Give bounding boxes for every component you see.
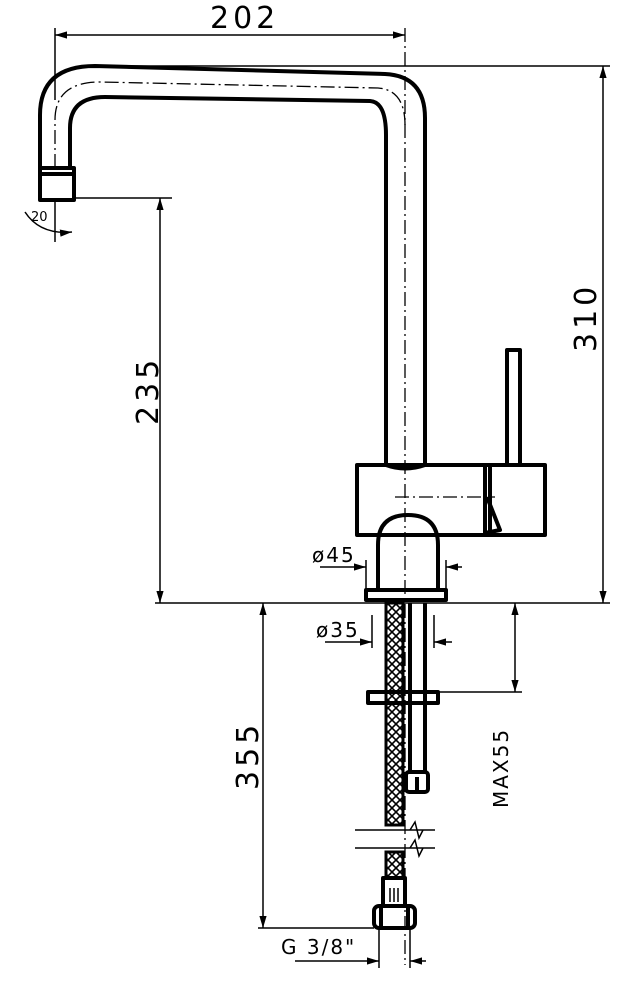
- dimension-label-max55: MAX55: [489, 728, 513, 808]
- shank-and-hoses: [355, 601, 440, 930]
- dimension-base-diameter: ø45: [312, 543, 462, 590]
- dimension-hose-length: 355: [231, 603, 374, 929]
- dimension-label-202: 202: [210, 1, 279, 36]
- mixer-body: [355, 348, 547, 602]
- dimension-spout-reach: 202: [54, 1, 405, 100]
- dimension-label-g38: G 3/8": [281, 935, 356, 959]
- handle-base: [483, 463, 547, 537]
- dimension-label-310: 310: [569, 283, 604, 352]
- spout: [38, 64, 427, 465]
- mounting-nut: [366, 690, 440, 705]
- dimension-max-deck-thickness: MAX55: [438, 603, 522, 808]
- aerator: [38, 166, 76, 202]
- dimension-total-height: 310: [95, 65, 610, 603]
- dimension-label-d35: ø35: [316, 618, 360, 642]
- base-flange: [364, 588, 448, 602]
- dimension-shank-diameter: ø35: [316, 615, 452, 648]
- swivel-angle-indicator: 20: [24, 200, 73, 242]
- hose-nut: [372, 904, 417, 930]
- dimension-label-355: 355: [231, 721, 266, 790]
- dimension-connection-thread: G 3/8": [281, 928, 426, 968]
- swivel-angle-label: 20: [31, 210, 48, 225]
- dimension-label-d45: ø45: [312, 543, 356, 567]
- lever: [505, 348, 522, 467]
- braided-hose: [384, 601, 405, 827]
- dimension-label-235: 235: [131, 356, 166, 425]
- dimension-spout-height: 235: [74, 197, 172, 603]
